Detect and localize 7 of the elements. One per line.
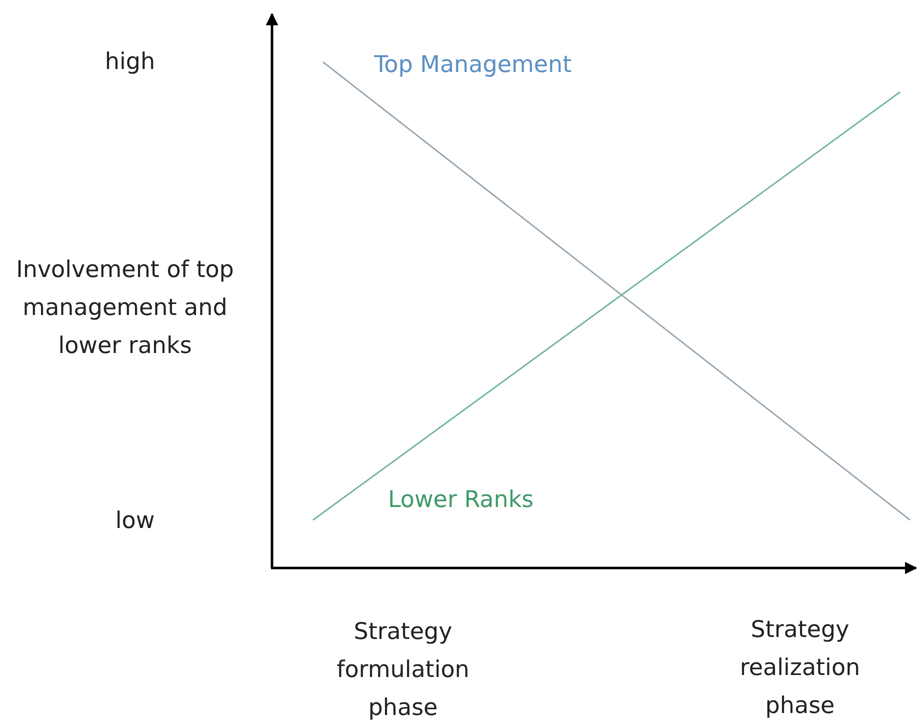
axis-label: low — [114, 507, 156, 536]
axis-label: Strategy formulation phase — [336, 618, 470, 722]
axis-label: Strategy realization phase — [738, 616, 862, 721]
line-label: Lower Ranks — [388, 486, 535, 515]
axis-label: high — [104, 48, 156, 77]
axis-title: Involvement of top management and lower ranks — [15, 256, 235, 361]
line-label: Top Management — [374, 51, 573, 80]
